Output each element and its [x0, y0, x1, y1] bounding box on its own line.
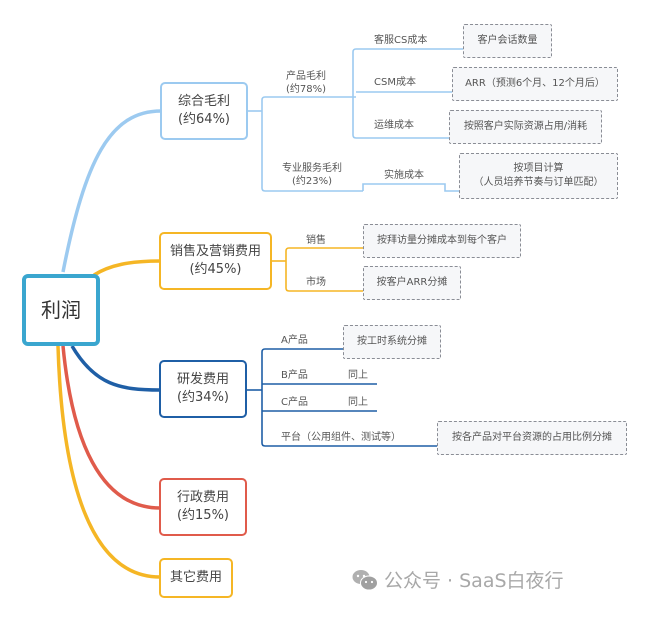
watermark-text: 公众号 · SaaS白夜行 — [384, 570, 564, 592]
connector-root-other — [56, 345, 161, 579]
root-label: 利润 — [41, 297, 81, 322]
wechat-icon — [352, 569, 378, 591]
connector-root-rd — [70, 345, 161, 392]
label-product-c[interactable]: C产品 — [281, 397, 308, 408]
service-margin-pct: (约23%) — [291, 176, 333, 187]
sales-pct: (约45%) — [189, 262, 242, 277]
rd-title: 研发费用 — [176, 372, 229, 388]
product-margin-title: 产品毛利 — [286, 71, 327, 82]
label-marketing[interactable]: 市场 — [306, 277, 326, 288]
note-text: 按照客户实际资源占用/消耗 — [463, 121, 588, 132]
connector-root-sales — [93, 259, 161, 277]
admin-pct: (约15%) — [176, 508, 230, 523]
note-arr-forecast[interactable]: ARR（预测6个月、12个月后） — [452, 67, 618, 101]
label-sales[interactable]: 销售 — [306, 235, 326, 246]
gross-pct: (约64%) — [177, 112, 231, 127]
label-product-margin[interactable]: 产品毛利 (约78%) — [286, 70, 326, 96]
product-margin-pct: (约78%) — [286, 84, 327, 95]
note-text: 按各产品对平台资源的占用比例分摊 — [452, 432, 612, 443]
node-admin[interactable]: 行政费用 (约15%) — [159, 478, 247, 536]
rd-pct: (约34%) — [176, 390, 230, 405]
note-text-line2: （人员培养节奏与订单匹配） — [473, 177, 604, 188]
watermark: 公众号 · SaaS白夜行 — [352, 566, 564, 593]
label-service-margin[interactable]: 专业服务毛利 (约23%) — [282, 162, 342, 188]
label-product-a[interactable]: A产品 — [281, 335, 308, 346]
service-margin-title: 专业服务毛利 — [282, 163, 342, 174]
note-text-line1: 按项目计算 — [513, 163, 564, 174]
text-same-b: 同上 — [348, 370, 368, 381]
connector-root-admin — [61, 345, 161, 510]
admin-title: 行政费用 — [176, 490, 229, 506]
note-resource-usage[interactable]: 按照客户实际资源占用/消耗 — [449, 110, 602, 144]
root-node[interactable]: 利润 — [22, 274, 100, 346]
note-timesheet[interactable]: 按工时系统分摊 — [343, 325, 441, 359]
label-impl-cost[interactable]: 实施成本 — [384, 170, 424, 181]
rd-branch-lines — [246, 348, 620, 447]
note-text: ARR（预测6个月、12个月后） — [465, 78, 605, 89]
node-rd[interactable]: 研发费用 (约34%) — [159, 360, 247, 418]
label-ops-cost[interactable]: 运维成本 — [374, 120, 414, 131]
node-gross-margin[interactable]: 综合毛利 (约64%) — [160, 82, 248, 140]
note-arr-allocation[interactable]: 按客户ARR分摊 — [363, 266, 461, 300]
other-title: 其它费用 — [169, 570, 222, 586]
gross-title: 综合毛利 — [177, 94, 230, 110]
note-visit-allocation[interactable]: 按拜访量分摊成本到每个客户 — [363, 224, 521, 258]
node-other[interactable]: 其它费用 — [159, 558, 233, 598]
label-product-b[interactable]: B产品 — [281, 370, 308, 381]
node-sales-marketing[interactable]: 销售及营销费用 (约45%) — [159, 232, 272, 290]
sales-title: 销售及营销费用 — [169, 244, 261, 260]
note-text: 按拜访量分摊成本到每个客户 — [377, 235, 507, 246]
note-text: 按客户ARR分摊 — [376, 277, 448, 288]
note-text: 客户会话数量 — [477, 35, 538, 46]
text-same-c: 同上 — [348, 397, 368, 408]
sales-branch-lines — [272, 247, 515, 292]
note-project-calc[interactable]: 按项目计算 （人员培养节奏与订单匹配） — [459, 153, 618, 199]
note-text: 按工时系统分摊 — [357, 336, 427, 347]
label-cs-cost[interactable]: 客服CS成本 — [374, 35, 428, 46]
label-csm-cost[interactable]: CSM成本 — [374, 77, 416, 88]
label-platform[interactable]: 平台（公用组件、测试等） — [281, 432, 401, 443]
note-platform-ratio[interactable]: 按各产品对平台资源的占用比例分摊 — [437, 421, 627, 455]
connector-root-gross — [61, 109, 162, 273]
note-session-count[interactable]: 客户会话数量 — [463, 24, 552, 58]
